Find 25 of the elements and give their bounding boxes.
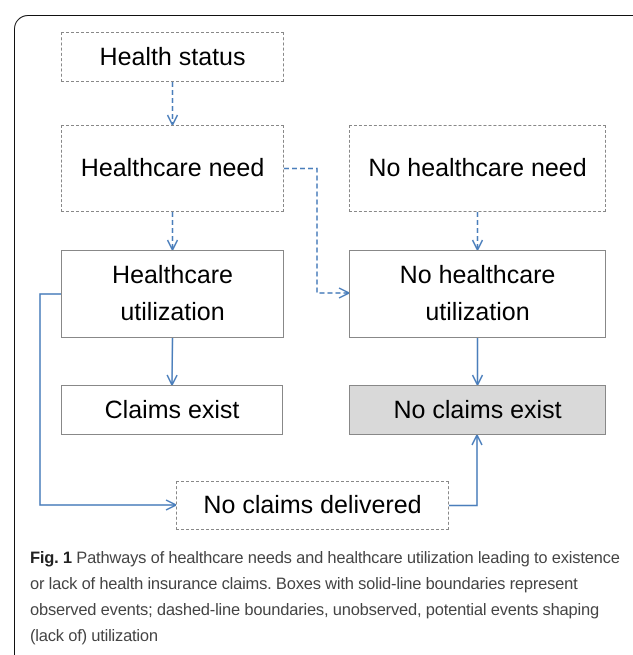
arrow: [284, 168, 350, 299]
box-text: No claims exist: [393, 394, 562, 426]
box-text: No healthcare utilization: [398, 260, 556, 328]
arrow: [166, 338, 178, 386]
process-box: [349, 385, 606, 435]
arrow: [39, 293, 177, 511]
figure-caption: Fig. 1 Pathways of healthcare needs and healthcare utilization leading to existence or lack of health insurance claims. Boxes with solid-line boundaries represent observed events; dashed-line boundaries, unobserved, potential events shaping (lack of) utilization: [30, 548, 621, 647]
process-box: [61, 385, 283, 435]
box-text: Health status: [100, 42, 246, 72]
arrow: [472, 338, 484, 386]
process-box: [61, 32, 284, 82]
box-text: Healthcare need: [80, 153, 264, 184]
arrow: [166, 212, 178, 251]
process-box: [349, 250, 606, 338]
process-box: [61, 250, 284, 338]
box-text: No healthcare need: [368, 153, 587, 184]
box-text: Claims exist: [104, 394, 240, 426]
arrow: [472, 212, 484, 251]
arrow: [166, 82, 178, 126]
arrow: [449, 434, 483, 506]
process-box: [61, 125, 284, 212]
box-text: No claims delivered: [203, 490, 422, 521]
box-text: Healthcare utilization: [111, 260, 234, 328]
process-box: [349, 125, 606, 212]
process-box: [176, 481, 449, 530]
